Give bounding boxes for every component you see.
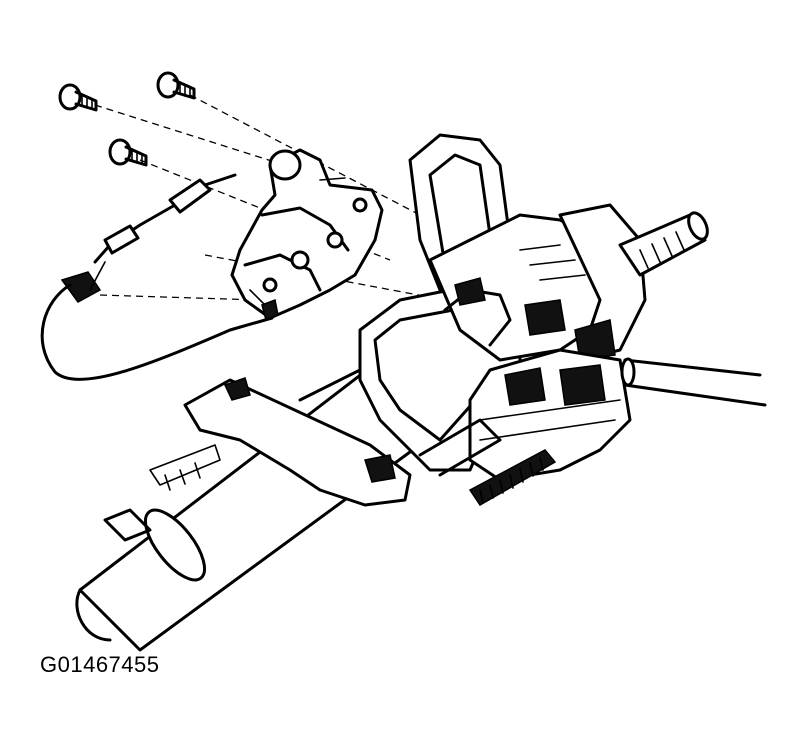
steering-shaft-spline	[618, 211, 709, 277]
screw-top-center	[156, 71, 196, 100]
ignition-lock-housing	[230, 148, 384, 322]
figure-code-label: G01467455	[40, 652, 160, 677]
tilt-head-assembly	[468, 348, 632, 506]
column-tube-right	[620, 357, 767, 407]
mounting-bracket	[183, 377, 412, 507]
screw-middle-left	[108, 138, 148, 167]
column-head-body	[358, 133, 647, 472]
column-tube-left	[298, 368, 502, 477]
wiring-harness	[40, 173, 274, 381]
screw-top-left	[58, 83, 98, 112]
